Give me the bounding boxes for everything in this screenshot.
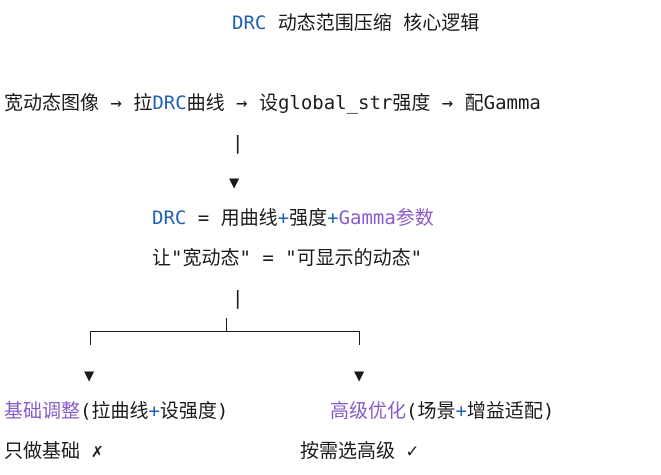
branch-advanced-detail-close: 增益适配) xyxy=(466,400,555,422)
branch-advanced-detail-open: (场景 xyxy=(406,400,456,422)
branch-advanced: 高级优化(场景+增益适配) xyxy=(330,398,554,424)
arrow-down-icon: ▼ xyxy=(229,173,240,193)
branch-advanced-plus: + xyxy=(455,400,467,422)
flow-drc: DRC xyxy=(152,92,187,114)
tree-stem xyxy=(226,318,227,331)
drc-definition: DRC = 用曲线+强度+Gamma参数 xyxy=(152,205,434,231)
branch-basic-name: 基础调整 xyxy=(4,400,81,422)
definition-explanation: 让"宽动态" = "可显示的动态" xyxy=(152,247,423,269)
diagram-title: DRC 动态范围压缩 核心逻辑 xyxy=(232,10,479,36)
tree-branch-line xyxy=(90,331,360,332)
branch-basic-detail-close: 设强度) xyxy=(159,400,229,422)
branch-basic: 基础调整(拉曲线+设强度) xyxy=(4,398,228,424)
branch-basic-plus: + xyxy=(148,400,160,422)
connector-bar-1: | xyxy=(232,132,244,154)
branch-basic-detail-open: (拉曲线 xyxy=(80,400,149,422)
definition-plus-1: + xyxy=(277,207,290,229)
definition-plus-2: + xyxy=(327,207,339,229)
arrow-down-icon-left: ▼ xyxy=(84,366,95,386)
tree-left-drop xyxy=(90,331,91,345)
branch-advanced-note: 按需选高级 ✓ xyxy=(300,440,418,462)
branch-basic-note: 只做基础 ✗ xyxy=(4,440,103,462)
definition-eq: = 用曲线 xyxy=(186,207,278,229)
definition-gamma: Gamma xyxy=(338,207,396,229)
definition-strength: 强度 xyxy=(289,207,328,229)
flow-step-2: 曲线 → 设global_str强度 → 配Gamma xyxy=(186,92,541,114)
title-acronym: DRC xyxy=(232,12,267,34)
flow-step-1: 宽动态图像 → 拉 xyxy=(4,92,153,114)
branch-advanced-name: 高级优化 xyxy=(330,400,407,422)
tree-right-drop xyxy=(359,331,360,345)
arrow-down-icon-right: ▼ xyxy=(354,366,365,386)
definition-drc: DRC xyxy=(152,207,187,229)
process-flow: 宽动态图像 → 拉DRC曲线 → 设global_str强度 → 配Gamma xyxy=(4,90,541,116)
definition-params: 参数 xyxy=(395,207,434,229)
connector-bar-2: | xyxy=(232,287,244,309)
title-text: 动态范围压缩 核心逻辑 xyxy=(266,12,480,34)
